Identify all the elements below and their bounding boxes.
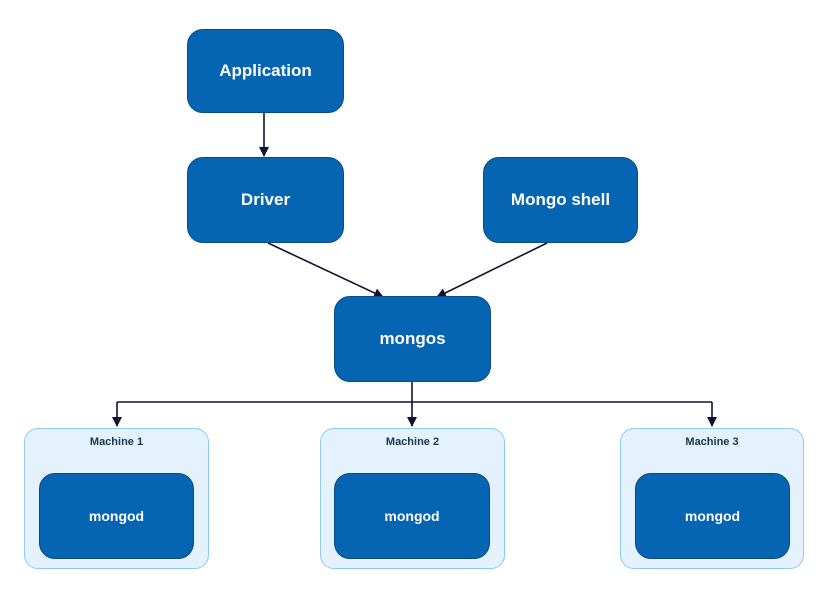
driver-node: Driver	[187, 157, 344, 243]
machine-2: Machine 2 mongod	[320, 428, 505, 569]
mongos-label: mongos	[379, 329, 446, 348]
machine-2-title: Machine 2	[385, 436, 440, 448]
mongod-node-2: mongod	[334, 473, 490, 559]
mongo-shell-label: Mongo shell	[510, 190, 611, 209]
edge-shell-mongos	[436, 242, 548, 298]
machine-1: Machine 1 mongod	[24, 428, 209, 569]
mongo-shell-node: Mongo shell	[483, 157, 638, 243]
mongos-node: mongos	[334, 296, 491, 382]
mongod-node-3: mongod	[635, 473, 790, 559]
driver-label: Driver	[240, 190, 291, 209]
application-node: Application	[187, 29, 344, 113]
machine-3-title: Machine 3	[685, 436, 739, 448]
mongod-label-2: mongod	[384, 508, 440, 524]
mongod-label-1: mongod	[88, 508, 145, 524]
mongod-node-1: mongod	[39, 473, 194, 559]
mongod-label-3: mongod	[684, 508, 741, 524]
application-label: Application	[219, 61, 312, 80]
machine-3: Machine 3 mongod	[620, 428, 804, 569]
edge-driver-mongos	[267, 242, 384, 298]
machine-1-title: Machine 1	[89, 436, 144, 448]
